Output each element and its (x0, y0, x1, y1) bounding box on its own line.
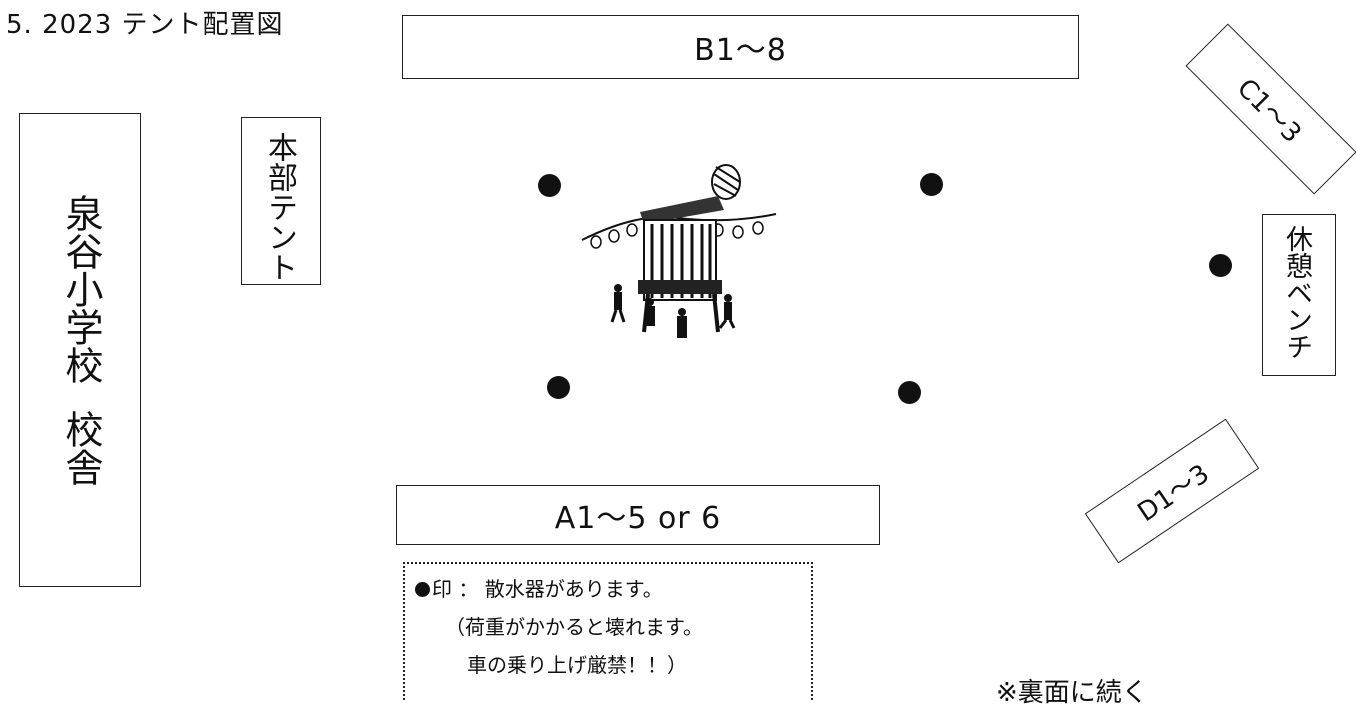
sprinkler-dot-icon (415, 582, 430, 597)
zone-c-tents: C1～3 (1185, 23, 1356, 195)
rest-bench-label: 休憩ベンチ (1281, 225, 1312, 360)
zone-b-tents: B1～8 (402, 15, 1079, 79)
note-line-2: （荷重がかかると壊れます。 (445, 615, 703, 639)
zone-a-label: A1～5 or 6 (554, 501, 722, 536)
school-building-label: 校舎 (59, 410, 103, 486)
sprinkler-dot-icon (547, 376, 570, 399)
zone-d-tents: D1～3 (1084, 418, 1260, 564)
sprinkler-note: 印 ： 散水器があります。 （荷重がかかると壊れます。 車の乗り上げ厳禁！！） (403, 562, 813, 700)
school-building: 泉谷小学校 校舎 (19, 113, 141, 587)
hq-tent-label: 本部テント (262, 132, 297, 282)
sprinkler-dot-icon (898, 381, 921, 404)
note-line-3: 車の乗り上げ厳禁！！） (467, 653, 687, 677)
school-name-label: 泉谷小学校 (59, 194, 103, 384)
note-line-1: 印 ： 散水器があります。 (415, 570, 663, 608)
zone-d-label: D1～3 (1132, 458, 1215, 528)
sprinkler-dot-icon (1209, 254, 1232, 277)
diagram-title: 5. 2023 テント配置図 (6, 10, 284, 40)
sprinkler-dot-icon (538, 174, 561, 197)
bon-odori-tower-icon (581, 164, 777, 338)
zone-c-label: C1～3 (1231, 72, 1308, 149)
hq-tent: 本部テント (241, 117, 321, 285)
continued-footnote: ※裏面に続く (996, 678, 1148, 708)
sprinkler-dot-icon (920, 173, 943, 196)
zone-b-label: B1～8 (694, 33, 787, 68)
note-text-1: 印 ： 散水器があります。 (432, 577, 663, 601)
rest-bench: 休憩ベンチ (1262, 214, 1336, 376)
zone-a-tents: A1～5 or 6 (396, 485, 880, 545)
